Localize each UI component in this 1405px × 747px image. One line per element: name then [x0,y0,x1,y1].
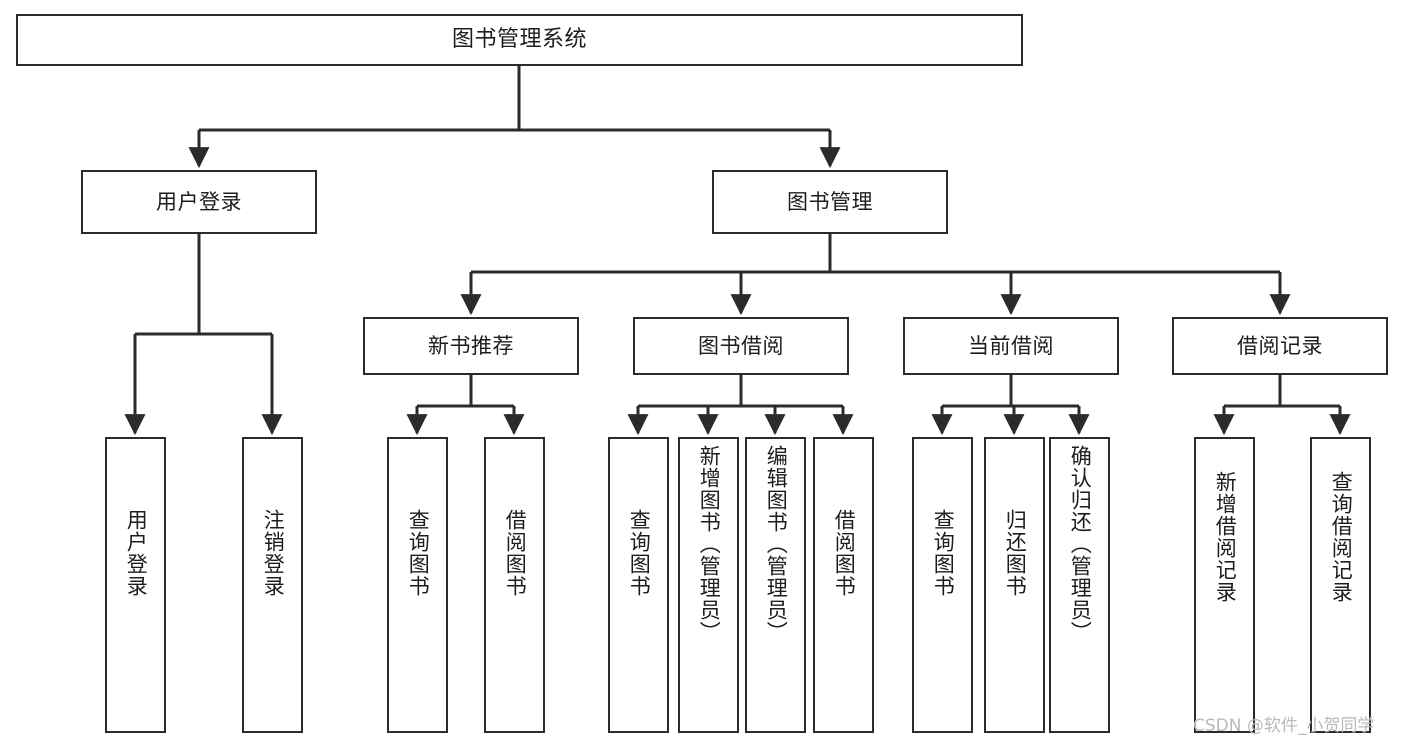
node-leaf-borrow-book-rec[interactable]: 借阅图书 [484,437,545,733]
node-leaf-borrow-book-rec-label: 借阅图书 [503,509,528,597]
node-leaf-add-record[interactable]: 新增借阅记录 [1194,437,1255,733]
node-book-borrow[interactable]: 图书借阅 [633,317,849,375]
watermark-text: CSDN @软件_小贺同学 [1193,716,1375,736]
node-leaf-confirm-return[interactable]: 确认归还（管理员） [1049,437,1110,733]
node-current-borrow-label: 当前借阅 [968,333,1054,358]
node-leaf-return-book[interactable]: 归还图书 [984,437,1045,733]
node-borrow-records-label: 借阅记录 [1237,333,1323,358]
node-book-management[interactable]: 图书管理 [712,170,948,234]
node-book-borrow-label: 图书借阅 [698,333,784,358]
node-leaf-borrow-book[interactable]: 借阅图书 [813,437,874,733]
node-leaf-user-login[interactable]: 用户登录 [105,437,166,733]
node-leaf-borrow-book-label: 借阅图书 [832,509,857,597]
node-leaf-return-book-label: 归还图书 [1003,509,1028,597]
node-leaf-logout[interactable]: 注销登录 [242,437,303,733]
node-leaf-query-record[interactable]: 查询借阅记录 [1310,437,1371,733]
node-leaf-query-book-borrow[interactable]: 查询图书 [608,437,669,733]
node-leaf-query-book-current[interactable]: 查询图书 [912,437,973,733]
node-leaf-query-book-rec-label: 查询图书 [406,509,431,597]
node-leaf-add-book-label: 新增图书（管理员） [697,445,722,643]
node-current-borrow[interactable]: 当前借阅 [903,317,1119,375]
node-leaf-confirm-return-label: 确认归还（管理员） [1068,445,1093,643]
node-leaf-edit-book-label: 编辑图书（管理员） [764,445,789,643]
node-book-management-label: 图书管理 [787,189,873,214]
node-root[interactable]: 图书管理系统 [16,14,1023,66]
node-leaf-query-record-label: 查询借阅记录 [1329,471,1354,603]
node-leaf-logout-label: 注销登录 [261,509,286,597]
node-user-login-label: 用户登录 [156,189,242,214]
node-leaf-query-book-rec[interactable]: 查询图书 [387,437,448,733]
node-leaf-query-book-borrow-label: 查询图书 [627,509,652,597]
node-borrow-records[interactable]: 借阅记录 [1172,317,1388,375]
node-leaf-edit-book[interactable]: 编辑图书（管理员） [745,437,806,733]
node-leaf-add-record-label: 新增借阅记录 [1213,471,1238,603]
node-leaf-add-book[interactable]: 新增图书（管理员） [678,437,739,733]
node-root-label: 图书管理系统 [451,27,587,53]
node-user-login[interactable]: 用户登录 [81,170,317,234]
node-new-book-recommend-label: 新书推荐 [428,333,514,358]
node-leaf-query-book-current-label: 查询图书 [931,509,956,597]
node-leaf-user-login-label: 用户登录 [124,509,149,597]
node-new-book-recommend[interactable]: 新书推荐 [363,317,579,375]
